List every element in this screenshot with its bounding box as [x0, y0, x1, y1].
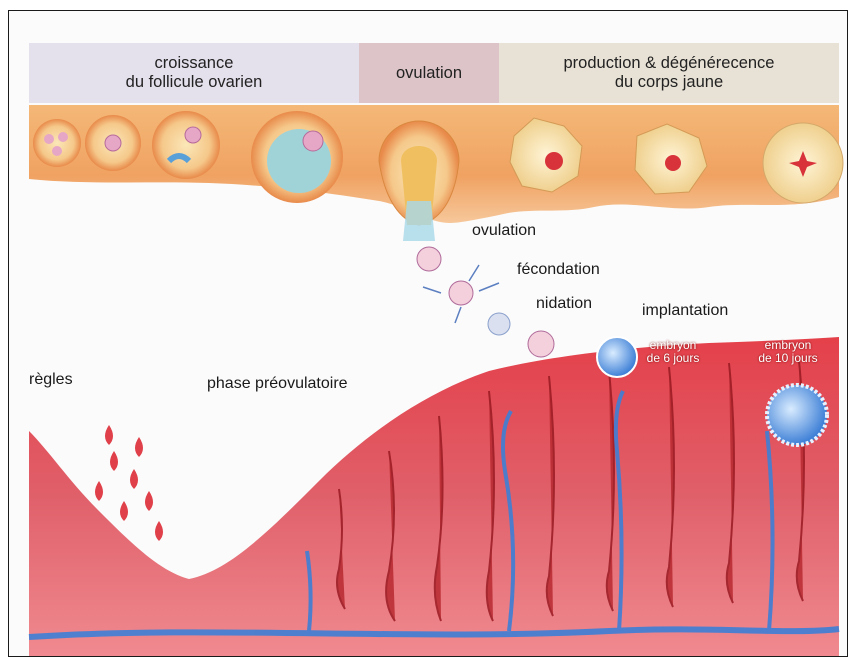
header-ovulation-label: ovulation — [396, 64, 462, 83]
embryo-10-days — [767, 385, 827, 445]
header-follicle-growth: croissance du follicule ovarien — [29, 43, 359, 103]
label-embryon-6-jours: embryon de 6 jours — [631, 339, 715, 365]
header-corpus-line1: production & dégénérecence — [564, 54, 775, 73]
header-corpus-line2: du corps jaune — [564, 73, 775, 92]
embryon6-line2: de 6 jours — [631, 352, 715, 365]
label-ovulation: ovulation — [472, 222, 536, 240]
label-nidation: nidation — [536, 295, 592, 313]
label-fecondation: fécondation — [517, 261, 600, 279]
header-follicle-line2: du follicule ovarien — [126, 73, 263, 92]
diagram-frame: croissance du follicule ovarien ovulatio… — [8, 10, 848, 657]
header-ovulation: ovulation — [359, 43, 499, 103]
header-corpus-luteum: production & dégénérecence du corps jaun… — [499, 43, 839, 103]
menstrual-cycle-illustration — [9, 11, 847, 656]
label-regles: règles — [29, 371, 73, 389]
label-phase-preovulatoire: phase préovulatoire — [207, 375, 348, 393]
label-implantation: implantation — [642, 302, 728, 320]
label-embryon-10-jours: embryon de 10 jours — [743, 339, 833, 365]
header-follicle-line1: croissance — [126, 54, 263, 73]
embryon10-line2: de 10 jours — [743, 352, 833, 365]
